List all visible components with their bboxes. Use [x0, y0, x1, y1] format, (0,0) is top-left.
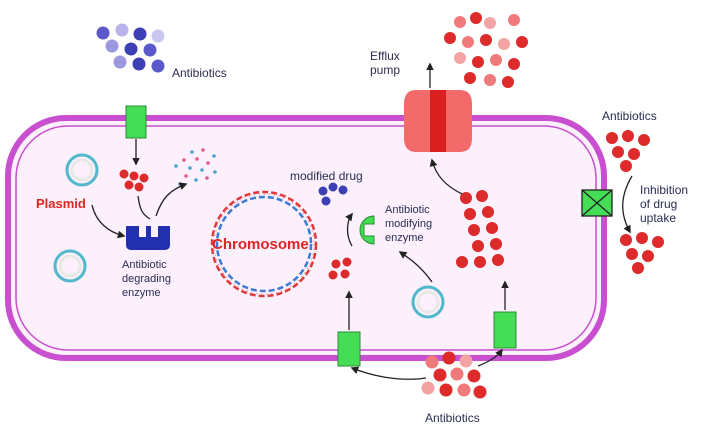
membrane-channel-bottom-right [493, 311, 517, 349]
cell-membrane-inner [15, 125, 597, 351]
antibiotics-top-left-label: Antibiotics [172, 66, 227, 80]
plasmid-label: Plasmid [36, 196, 86, 211]
arrow-enzyme-to-fragments [155, 182, 188, 217]
chromosome-label: Chromosome [212, 236, 309, 253]
arrow-to-enzyme [137, 195, 151, 220]
modified-drug-label: modified drug [290, 169, 363, 183]
arrow-to-efflux-pump [429, 158, 463, 195]
blocked-porin-cross-2 [581, 189, 613, 217]
modifying-enzyme-icon [359, 215, 375, 245]
arrow-plasmid-to-enzyme [91, 204, 126, 239]
efflux-pump-label-2: pump [370, 63, 400, 77]
antibiotic-cluster-inside-right [456, 190, 504, 268]
degrading-enzyme-label-2: degrading [122, 273, 171, 285]
efflux-pump-label-1: Efflux [370, 49, 400, 63]
arrow-bottom-cluster-to-middle-channel [350, 366, 427, 380]
arrow-enzyme-to-modified-drug [345, 212, 353, 247]
antibiotic-cluster-right-bottom [620, 232, 664, 274]
chromosome-icon [210, 190, 318, 298]
inhibition-label-2: of drug [640, 197, 677, 211]
modifying-enzyme-label-1: Antibiotic [385, 204, 430, 216]
antibiotics-right-label: Antibiotics [602, 109, 657, 123]
plasmid-icon-bottom-left [53, 249, 87, 283]
efflux-pump-icon [404, 90, 472, 152]
antibiotic-cluster-top-left [96, 23, 165, 73]
antibiotic-cluster-inside-middle [328, 257, 352, 280]
antibiotic-cluster-right-top [606, 130, 650, 172]
modifying-enzyme-label-2: modifying [385, 218, 432, 230]
membrane-channel-bottom-middle [337, 331, 361, 367]
antibiotic-cluster-expelled [444, 12, 528, 88]
modified-drug-molecules [318, 182, 348, 206]
arrow-toward-modifying-enzyme [398, 251, 433, 283]
inhibition-label-1: Inhibition [640, 183, 688, 197]
plasmid-icon-top [65, 153, 99, 187]
arrow-inhibition [622, 175, 633, 234]
antibiotic-cluster-bottom [421, 351, 487, 399]
degrading-enzyme-label-3: enzyme [122, 287, 161, 299]
modifying-enzyme-label-3: enzyme [385, 232, 424, 244]
degrading-enzyme-icon [126, 226, 170, 250]
degraded-fragments [174, 148, 217, 186]
membrane-channel-top-left [125, 105, 147, 139]
antibiotic-cluster-entering [119, 169, 149, 192]
plasmid-icon-bottom-right [411, 285, 445, 319]
arrow-bottom-cluster-to-right-channel [477, 348, 503, 367]
cell-membrane [5, 115, 607, 361]
inhibition-label-3: uptake [640, 211, 676, 225]
antibiotics-bottom-label: Antibiotics [425, 411, 480, 425]
degrading-enzyme-label-1: Antibiotic [122, 259, 167, 271]
